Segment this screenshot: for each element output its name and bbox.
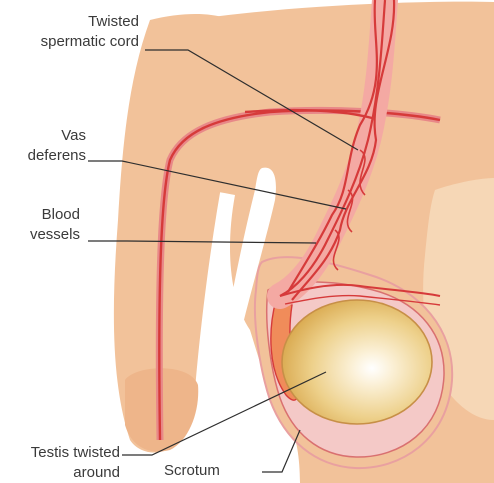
label-twisted-line2: spermatic cord	[41, 32, 139, 52]
label-twisted-line1: Twisted	[41, 12, 139, 32]
label-twisted-spermatic-cord: Twisted spermatic cord	[41, 12, 139, 52]
label-testis-line1: Testis twisted	[31, 443, 120, 463]
label-vas-deferens: Vas deferens	[28, 126, 86, 166]
label-testis-line2: around	[31, 463, 120, 483]
testis	[282, 300, 432, 424]
label-vas-line2: deferens	[28, 146, 86, 166]
label-vas-line1: Vas	[28, 126, 86, 146]
label-testis-twisted: Testis twisted around	[31, 443, 120, 483]
label-blood-vessels: Blood vessels	[30, 205, 80, 245]
label-blood-line1: Blood	[30, 205, 80, 225]
label-blood-line2: vessels	[30, 225, 80, 245]
label-scrotum: Scrotum	[164, 461, 220, 481]
